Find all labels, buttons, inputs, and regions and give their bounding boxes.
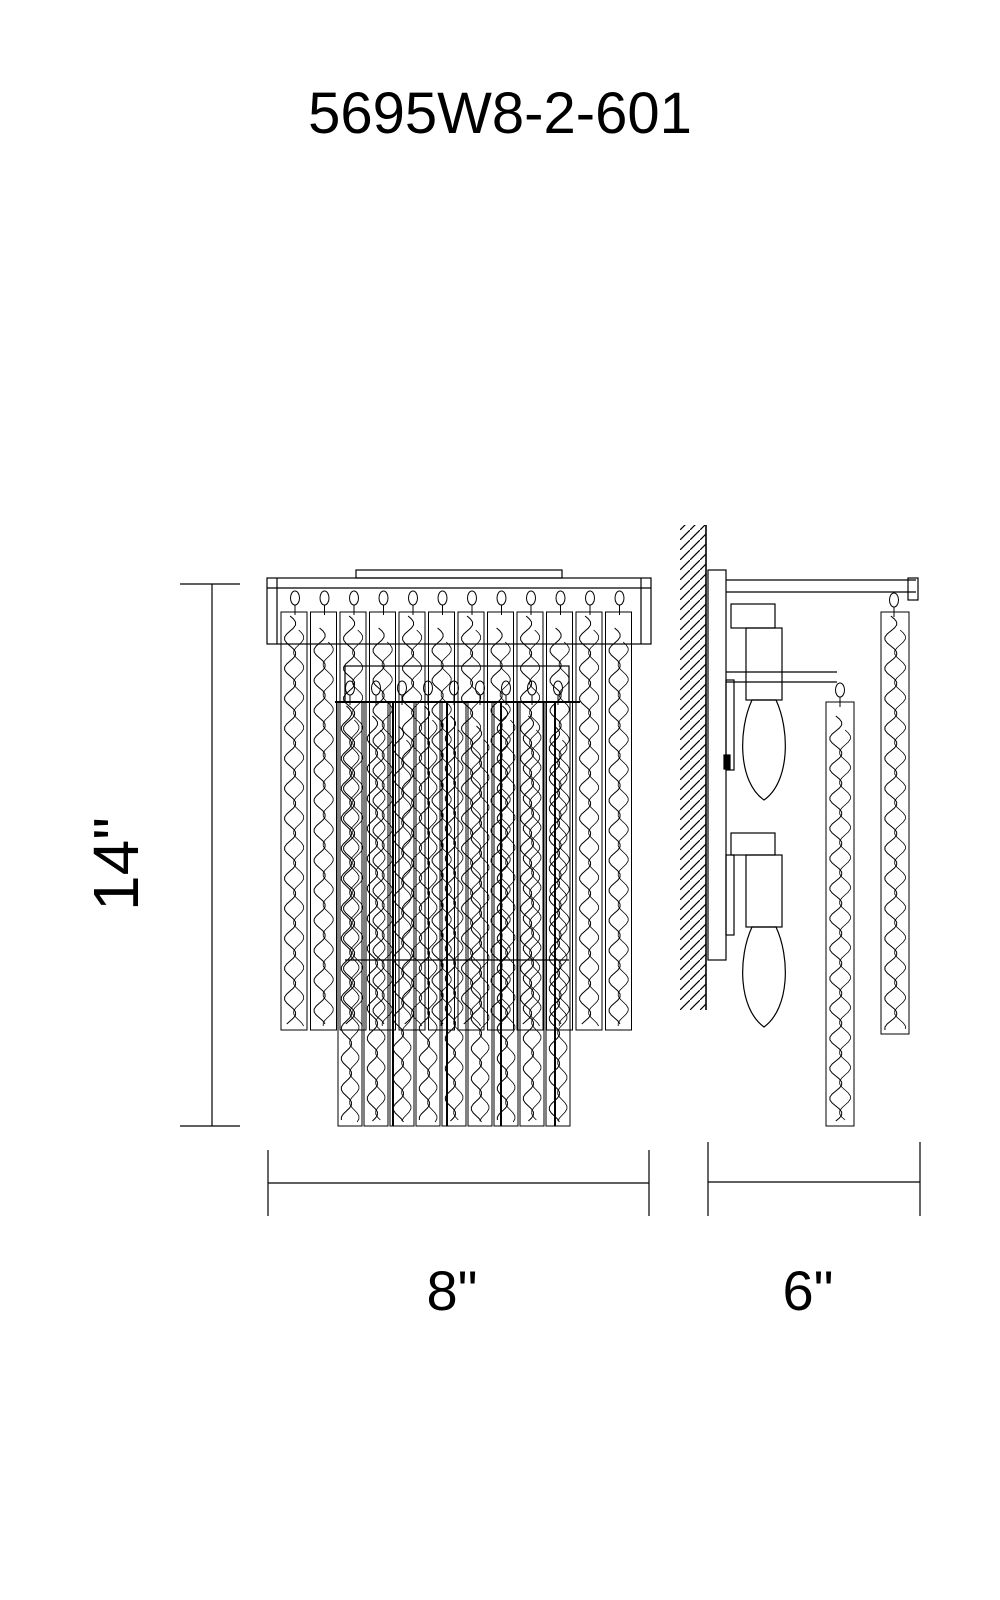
side-view — [680, 525, 919, 1127]
wall-hatch — [680, 525, 706, 1010]
front-top-frame — [266, 577, 652, 645]
side-socket-upper — [730, 603, 776, 629]
crystal-hanger — [496, 590, 507, 606]
crystal-hanger — [501, 680, 511, 696]
crystal-hanger — [526, 590, 536, 606]
crystal-strand — [363, 701, 389, 1127]
crystal-strand — [605, 611, 632, 1031]
side-crystal-strands — [825, 592, 910, 1127]
crystal-hanger — [378, 590, 389, 606]
crystal-hanger — [319, 590, 330, 606]
crystal-hanger — [345, 680, 355, 696]
side-backplate — [707, 569, 727, 961]
crystal-strand — [280, 611, 308, 1031]
crystal-strand — [519, 701, 545, 1127]
crystal-hanger — [437, 590, 448, 606]
side-socket-lower — [730, 832, 776, 856]
depth-dimension — [707, 1142, 921, 1216]
crystal-strand — [337, 701, 363, 1127]
height-dimension — [180, 583, 240, 1127]
crystal-strand — [310, 611, 337, 1031]
height-label: 14" — [80, 817, 152, 911]
crystal-strand — [575, 611, 603, 1031]
crystal-strand — [825, 701, 855, 1127]
front-view — [266, 569, 652, 1127]
crystal-hanger — [835, 682, 845, 698]
bulb-lower — [742, 926, 786, 1028]
crystal-strand — [369, 611, 396, 1031]
crystal-hanger — [349, 590, 359, 606]
crystal-hanger — [475, 680, 485, 696]
crystal-hanger — [614, 590, 625, 606]
depth-label: 6" — [782, 1259, 833, 1322]
width-label: 8" — [426, 1259, 477, 1322]
crystal-strand — [441, 701, 467, 1127]
crystal-hanger — [555, 590, 566, 606]
crystal-hanger — [408, 590, 418, 606]
crystal-strand — [415, 701, 441, 1127]
front-canopy-plate — [355, 569, 563, 579]
crystal-hanger — [889, 592, 899, 608]
bulb-upper — [742, 699, 786, 801]
crystal-hanger — [467, 590, 477, 606]
crystal-strand — [339, 611, 367, 1031]
front-crystal-strands — [280, 590, 632, 1127]
model-number-title: 5695W8-2-601 — [308, 81, 692, 146]
crystal-strand — [467, 701, 493, 1127]
crystal-strand — [389, 701, 415, 1127]
width-dimension — [267, 1150, 650, 1216]
crystal-hanger — [585, 590, 595, 606]
crystal-strand — [880, 611, 910, 1035]
crystal-strand — [493, 701, 519, 1127]
crystal-strand — [516, 611, 544, 1031]
crystal-hanger — [290, 590, 300, 606]
